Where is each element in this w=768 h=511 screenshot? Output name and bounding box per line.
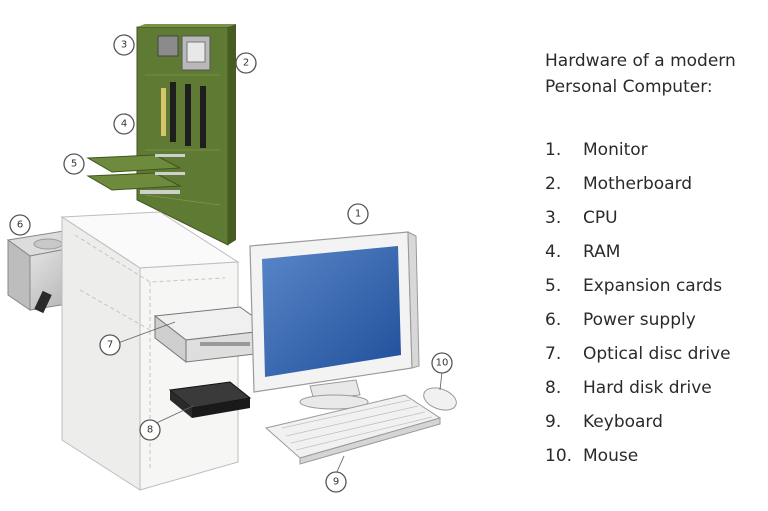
callout-5: 5 xyxy=(64,154,84,174)
legend-item-power-supply: 6.Power supply xyxy=(545,303,760,337)
callout-3: 3 xyxy=(114,35,134,55)
svg-text:4: 4 xyxy=(121,119,127,130)
svg-text:6: 6 xyxy=(17,220,23,231)
legend-label: Motherboard xyxy=(583,167,692,201)
legend-number: 3. xyxy=(545,201,583,235)
legend-label: CPU xyxy=(583,201,618,235)
legend-item-keyboard: 9.Keyboard xyxy=(545,405,760,439)
legend-item-hard-disk-drive: 8.Hard disk drive xyxy=(545,371,760,405)
legend-item-optical-disc-drive: 7.Optical disc drive xyxy=(545,337,760,371)
callout-8: 8 xyxy=(140,420,160,440)
svg-text:5: 5 xyxy=(71,159,77,170)
monitor-illustration xyxy=(250,232,419,409)
legend-label: Expansion cards xyxy=(583,269,722,303)
svg-text:10: 10 xyxy=(436,358,449,369)
svg-text:7: 7 xyxy=(107,340,113,351)
svg-text:8: 8 xyxy=(147,425,153,436)
callout-9: 9 xyxy=(326,472,346,492)
legend-number: 2. xyxy=(545,167,583,201)
svg-text:2: 2 xyxy=(243,58,249,69)
legend-number: 5. xyxy=(545,269,583,303)
legend-item-mouse: 10.Mouse xyxy=(545,439,760,473)
callout-4: 4 xyxy=(114,114,134,134)
legend-item-monitor: 1.Monitor xyxy=(545,133,760,167)
legend-number: 8. xyxy=(545,371,583,405)
legend-number: 1. xyxy=(545,133,583,167)
legend-item-ram: 4.RAM xyxy=(545,235,760,269)
legend-item-cpu: 3.CPU xyxy=(545,201,760,235)
legend-number: 7. xyxy=(545,337,583,371)
pc-hardware-illustration: 1 2 3 4 5 6 7 8 9 10 xyxy=(0,0,540,511)
legend-number: 10. xyxy=(545,439,583,473)
callout-7: 7 xyxy=(100,335,120,355)
legend-number: 9. xyxy=(545,405,583,439)
legend-label: Monitor xyxy=(583,133,648,167)
legend-list: 1.Monitor 2.Motherboard 3.CPU 4.RAM 5.Ex… xyxy=(545,133,760,473)
legend-label: Mouse xyxy=(583,439,638,473)
legend-title: Hardware of a modern Personal Computer: xyxy=(545,48,760,100)
callout-6: 6 xyxy=(10,215,30,235)
legend-item-expansion-cards: 5.Expansion cards xyxy=(545,269,760,303)
svg-text:9: 9 xyxy=(333,477,339,488)
legend-label: Power supply xyxy=(583,303,696,337)
legend-label: RAM xyxy=(583,235,620,269)
legend-label: Hard disk drive xyxy=(583,371,712,405)
svg-text:3: 3 xyxy=(121,40,127,51)
legend-number: 6. xyxy=(545,303,583,337)
callout-1: 1 xyxy=(348,204,368,224)
legend: Hardware of a modern Personal Computer: … xyxy=(545,48,760,473)
legend-label: Optical disc drive xyxy=(583,337,731,371)
callout-2: 2 xyxy=(236,53,256,73)
callout-10: 10 xyxy=(432,353,452,373)
legend-label: Keyboard xyxy=(583,405,663,439)
legend-item-motherboard: 2.Motherboard xyxy=(545,167,760,201)
svg-text:1: 1 xyxy=(355,209,361,220)
legend-number: 4. xyxy=(545,235,583,269)
